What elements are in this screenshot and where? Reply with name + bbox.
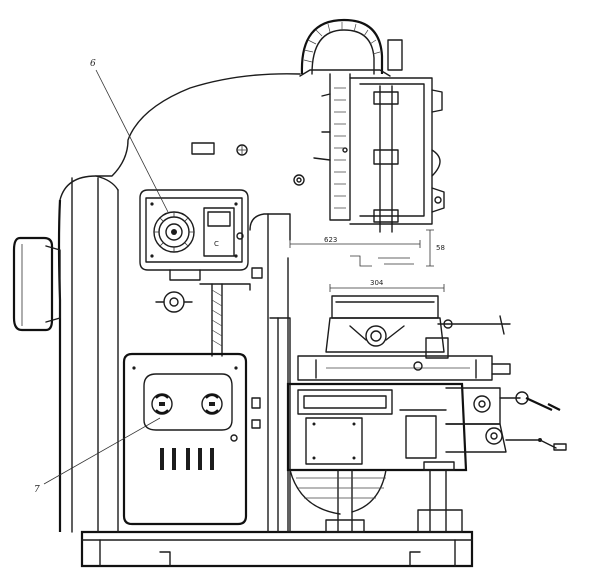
left-motor: [12, 236, 61, 332]
panel-label: С: [214, 240, 219, 248]
machine-base: [80, 530, 474, 568]
electric-cabinet: [122, 352, 248, 526]
dimension-horizontal: 623: [324, 236, 337, 244]
dimension-lines: 623 58 304: [289, 229, 445, 292]
callout-upper-label: 6: [90, 59, 96, 69]
speed-gearbox-panel: С: [139, 189, 249, 281]
elevating-support: [289, 461, 463, 533]
work-table: [297, 295, 511, 381]
callout-6: 6: [90, 59, 169, 213]
callout-lower-label: 7: [34, 485, 40, 495]
vertical-head: [299, 18, 445, 233]
machine-column: [57, 73, 348, 533]
dimension-table: 304: [370, 279, 384, 287]
callout-7: 7: [34, 417, 161, 495]
dimension-vertical: 58: [436, 244, 445, 252]
column-guides: [251, 317, 291, 533]
knee-saddle: [286, 382, 567, 472]
feed-shaft: [155, 267, 263, 357]
